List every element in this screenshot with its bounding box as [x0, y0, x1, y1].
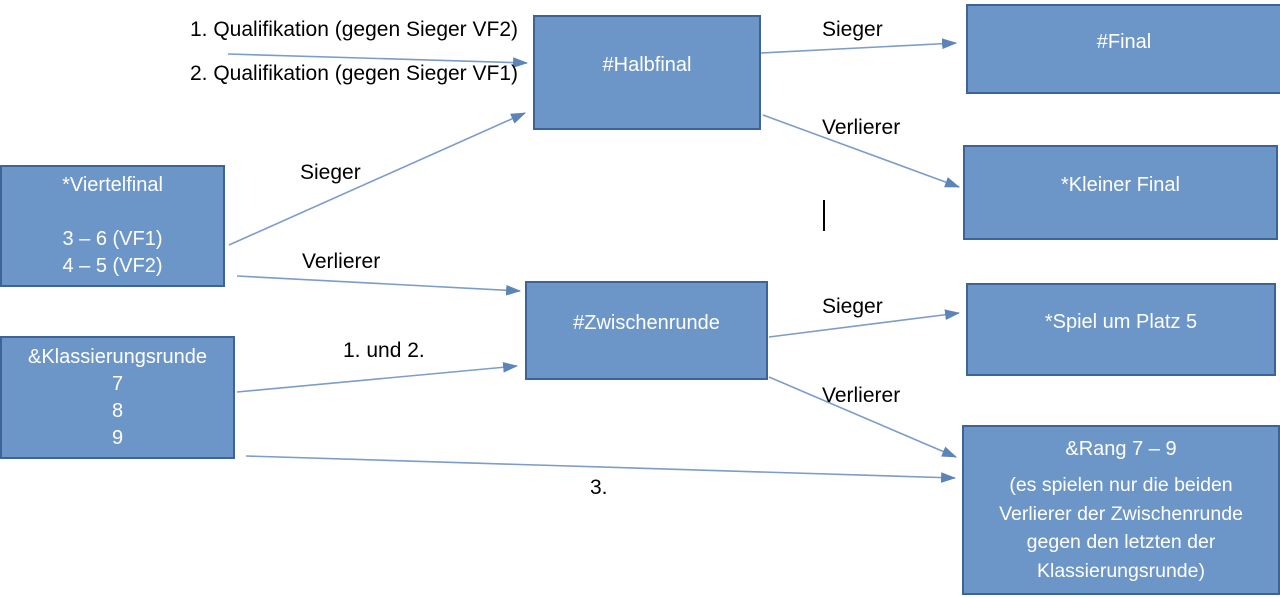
rang-note-line-2: Verlierer der Zwischenrunde: [999, 502, 1243, 525]
box-final-title: #Final: [1096, 30, 1152, 53]
rang-note-line-1: (es spielen nur die beiden: [1009, 474, 1233, 496]
arrow-viertelfinal-sieger-to-halbfinal: [228, 112, 526, 246]
arrow-halbfinal-sieger-to-final: [760, 38, 958, 54]
box-zwischenrunde-title: #Zwischenrunde: [573, 312, 720, 334]
box-rang-7-9[interactable]: &Rang 7 – 9 (es spielen nur die beiden V…: [962, 425, 1280, 595]
box-spiel-um-platz-5[interactable]: *Spiel um Platz 5: [966, 283, 1276, 376]
box-klassierungsrunde-8: 8: [111, 399, 124, 422]
box-spiel-um-platz-5-title: *Spiel um Platz 5: [1044, 311, 1198, 333]
rang-note-line-3: gegen den letzten der: [1026, 531, 1216, 553]
box-klassierungsrunde-7: 7: [111, 372, 124, 395]
box-halbfinal-title: #Halbfinal: [602, 54, 692, 76]
text-cursor: [823, 200, 825, 231]
box-kleiner-final-title: *Kleiner Final: [1061, 174, 1180, 196]
box-halbfinal[interactable]: #Halbfinal: [533, 15, 761, 130]
rang-note-line-4: Klassierungsrunde): [1036, 559, 1205, 582]
box-kleiner-final[interactable]: *Kleiner Final: [963, 145, 1278, 240]
arrow-klassierungsrunde-to-zwischenrunde: [236, 361, 519, 393]
label-sieger-halbfinal-final: Sieger: [822, 18, 883, 41]
box-rang-7-9-title: &Rang 7 – 9: [1065, 438, 1177, 460]
label-qualifikation-2: 2. Qualifikation (gegen Sieger VF1): [190, 62, 519, 85]
label-verlierer-viertelfinal-zwischenrunde: Verlierer: [302, 250, 381, 273]
box-klassierungsrunde-title: &Klassierungsrunde: [28, 345, 207, 368]
box-zwischenrunde[interactable]: #Zwischenrunde: [525, 281, 768, 380]
box-viertelfinal-title: *Viertelfinal: [62, 174, 163, 196]
box-klassierungsrunde[interactable]: &Klassierungsrunde 7 8 9: [0, 336, 235, 459]
label-sieger-zwischenrunde-platz5: Sieger: [822, 295, 883, 318]
label-verlierer-zwischenrunde-rang: Verlierer: [822, 384, 901, 407]
box-klassierungsrunde-9: 9: [111, 426, 124, 449]
box-viertelfinal[interactable]: *Viertelfinal 3 – 6 (VF1) 4 – 5 (VF2): [0, 165, 225, 287]
box-final[interactable]: #Final: [966, 4, 1280, 94]
label-klassierungsrunde-3: 3.: [590, 476, 608, 499]
box-viertelfinal-vf1: 3 – 6 (VF1): [62, 228, 163, 250]
label-klassierungsrunde-1-und-2: 1. und 2.: [343, 339, 425, 362]
label-qualifikation-1: 1. Qualifikation (gegen Sieger VF2): [190, 18, 519, 41]
arrow-klassierungsrunde-3-to-rang: [245, 455, 957, 483]
box-viertelfinal-vf2: 4 – 5 (VF2): [62, 255, 163, 277]
label-verlierer-halbfinal-kleiner-final: Verlierer: [822, 116, 901, 139]
box-rang-7-9-note: (es spielen nur die beiden Verlierer der…: [999, 471, 1243, 585]
arrow-viertelfinal-verlierer-to-zwischenrunde: [236, 275, 522, 296]
label-sieger-viertelfinal-halbfinal: Sieger: [300, 161, 361, 184]
